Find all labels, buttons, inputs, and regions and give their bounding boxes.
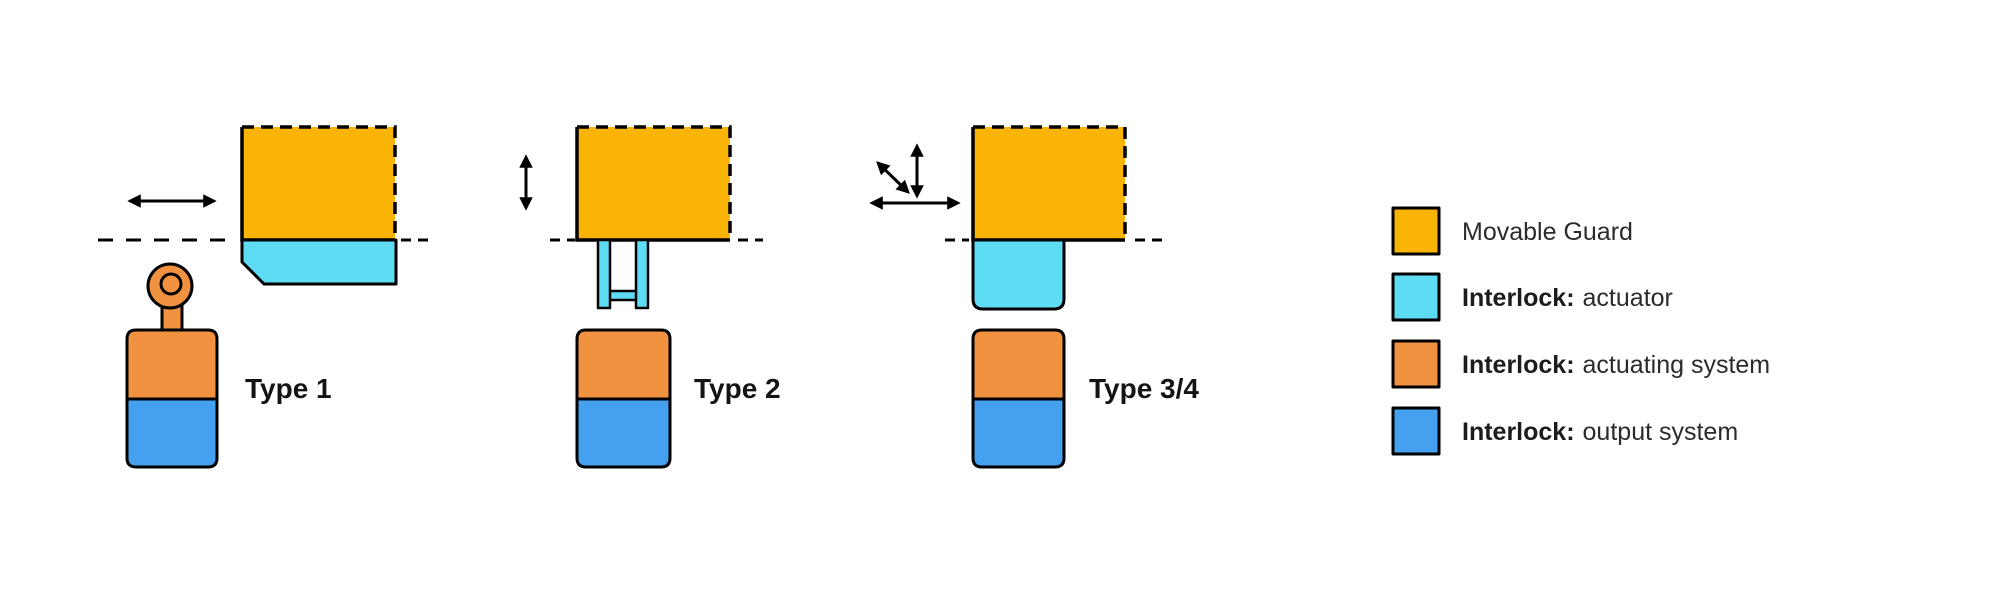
legend-swatch-actuator [1391,272,1441,322]
legend-item-movable-guard: Movable Guard [1391,206,1633,256]
type2-tongue-left-prong [596,238,612,310]
legend-label-output-system: Interlock: output system [1462,418,1738,446]
legend-rest-text: output system [1583,418,1739,446]
legend-bold-text: Interlock: [1462,284,1575,312]
type2-tongue-right-prong [634,238,650,310]
type2-guard-dashed-border [577,125,732,240]
legend-item-output-system: Interlock: output system [1391,406,1738,456]
type34-guard-dashed-border [973,125,1127,240]
type2-movable-guard [577,127,730,240]
type34-label: Type 3/4 [1089,373,1199,404]
type34-interlock-actuator-block [971,238,1066,311]
type-3-4-diagram: Type 3/4 [869,125,1199,469]
type1-output-system-block [125,397,219,469]
legend-bold-text: Interlock: [1462,418,1575,446]
legend-label-actuating-system: Interlock: actuating system [1462,351,1770,379]
legend-swatch-movable-guard [1391,206,1441,256]
legend-swatch-output-system [1391,406,1441,456]
type1-label: Type 1 [245,373,332,404]
legend-rest-text: Movable Guard [1462,218,1633,246]
legend-label-movable-guard: Movable Guard [1462,218,1633,246]
legend: Movable Guard Interlock: actuator Interlo… [1391,206,1770,456]
legend-bold-text: Interlock: [1462,351,1575,379]
type1-movable-guard [242,127,395,240]
legend-item-actuating-system: Interlock: actuating system [1391,339,1770,389]
type34-actuating-system-block [971,328,1066,401]
type34-movable-guard [973,127,1125,240]
legend-label-actuator: Interlock: actuator [1462,284,1673,312]
type2-actuating-system-block [575,328,672,401]
type1-actuating-system-block [125,328,219,401]
type-2-diagram: Type 2 [519,125,781,469]
type34-output-system-block [971,397,1066,469]
type-1-diagram: Type 1 [98,125,429,469]
type2-label: Type 2 [694,373,781,404]
legend-rest-text: actuator [1583,284,1673,312]
diagonal-motion-arrow-icon [876,161,910,194]
legend-swatch-actuating-system [1391,339,1441,389]
type2-output-system-block [575,397,672,469]
legend-rest-text: actuating system [1583,351,1771,379]
type1-interlock-actuator-cam [240,238,398,286]
type1-roller-hub-icon [159,272,183,296]
legend-item-actuator: Interlock: actuator [1391,272,1673,322]
type2-guard-solid-border [575,127,730,242]
type1-guard-dashed-border [242,125,397,240]
